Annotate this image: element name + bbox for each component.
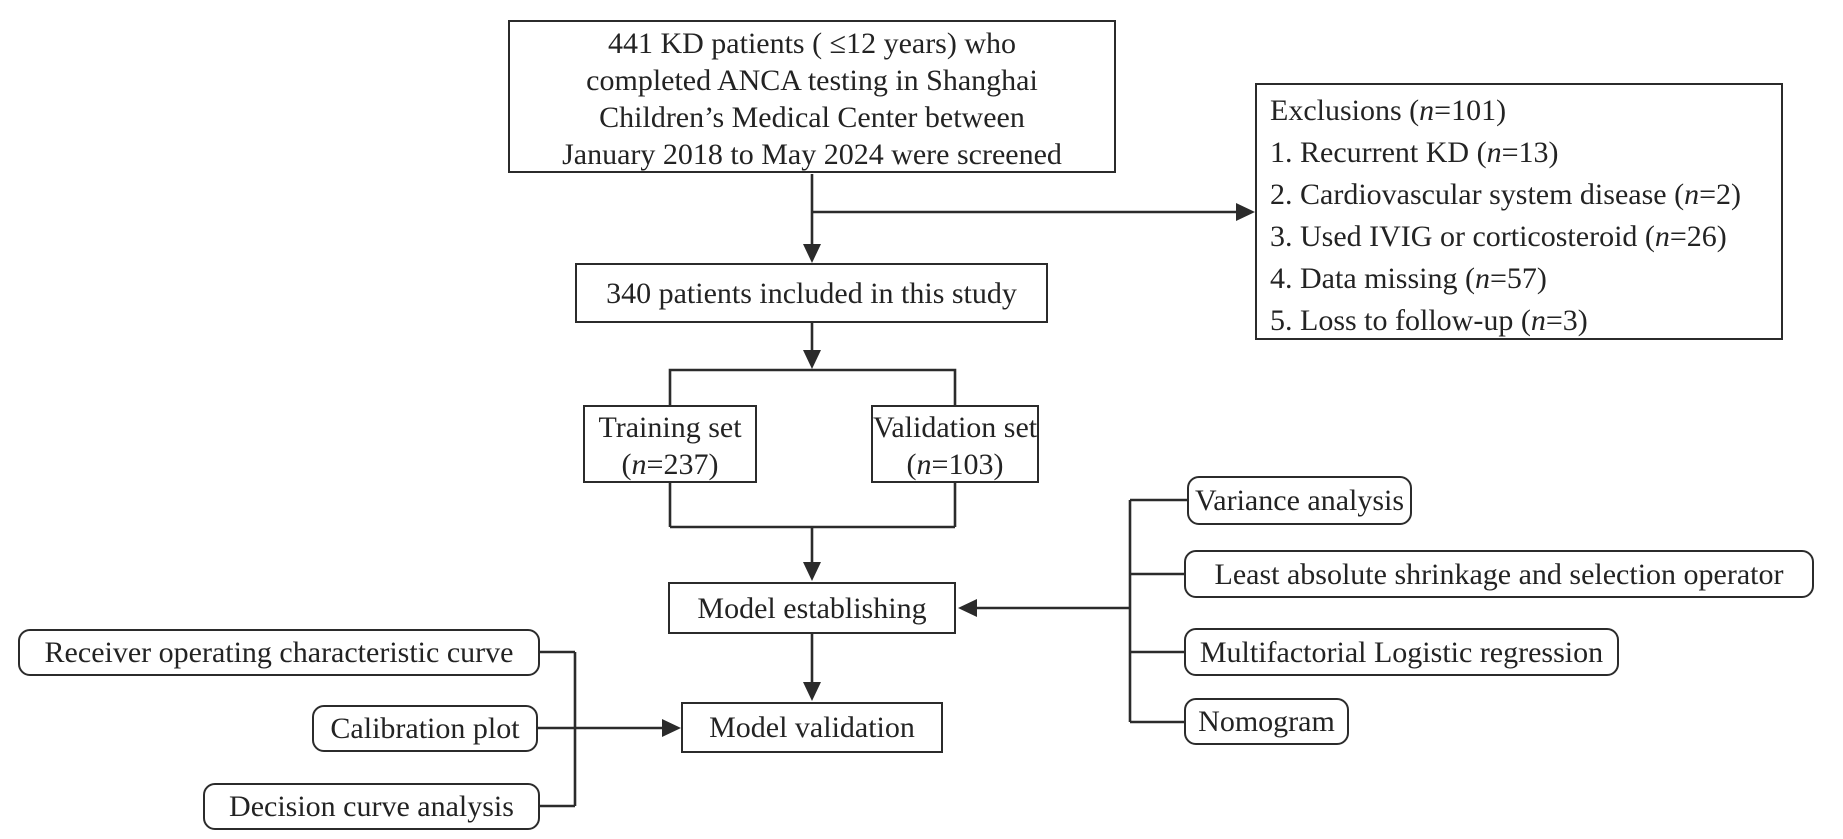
connector-screening-to-exclusions (812, 203, 1255, 221)
nomogram-box: Nomogram (1184, 698, 1349, 745)
model-validation-box: Model validation (681, 702, 943, 753)
connector-evaluation-to-validation (537, 650, 681, 808)
connector-establishing-to-validation (803, 634, 821, 701)
exclusions-box: Exclusions (n=101)1. Recurrent KD (n=13)… (1255, 83, 1783, 340)
model-establishing-box: Model establishing (668, 582, 956, 634)
variance-analysis-box: Variance analysis (1187, 476, 1412, 525)
connector-screening-to-included (803, 174, 821, 263)
logistic-regression-box: Multifactorial Logistic regression (1184, 628, 1619, 676)
training-set-box: Training set(n=237) (583, 405, 757, 483)
connector-methods-to-establishing (958, 498, 1188, 724)
calibration-plot-box: Calibration plot (312, 705, 538, 752)
lasso-box: Least absolute shrinkage and selection o… (1184, 550, 1814, 598)
roc-curve-box: Receiver operating characteristic curve (18, 629, 540, 676)
validation-set-box: Validation set(n=103) (871, 405, 1039, 483)
included-box: 340 patients included in this study (575, 263, 1048, 323)
decision-curve-analysis-box: Decision curve analysis (203, 783, 540, 830)
connector-included-to-split (668, 323, 957, 405)
connector-sets-to-establishing (668, 483, 957, 581)
